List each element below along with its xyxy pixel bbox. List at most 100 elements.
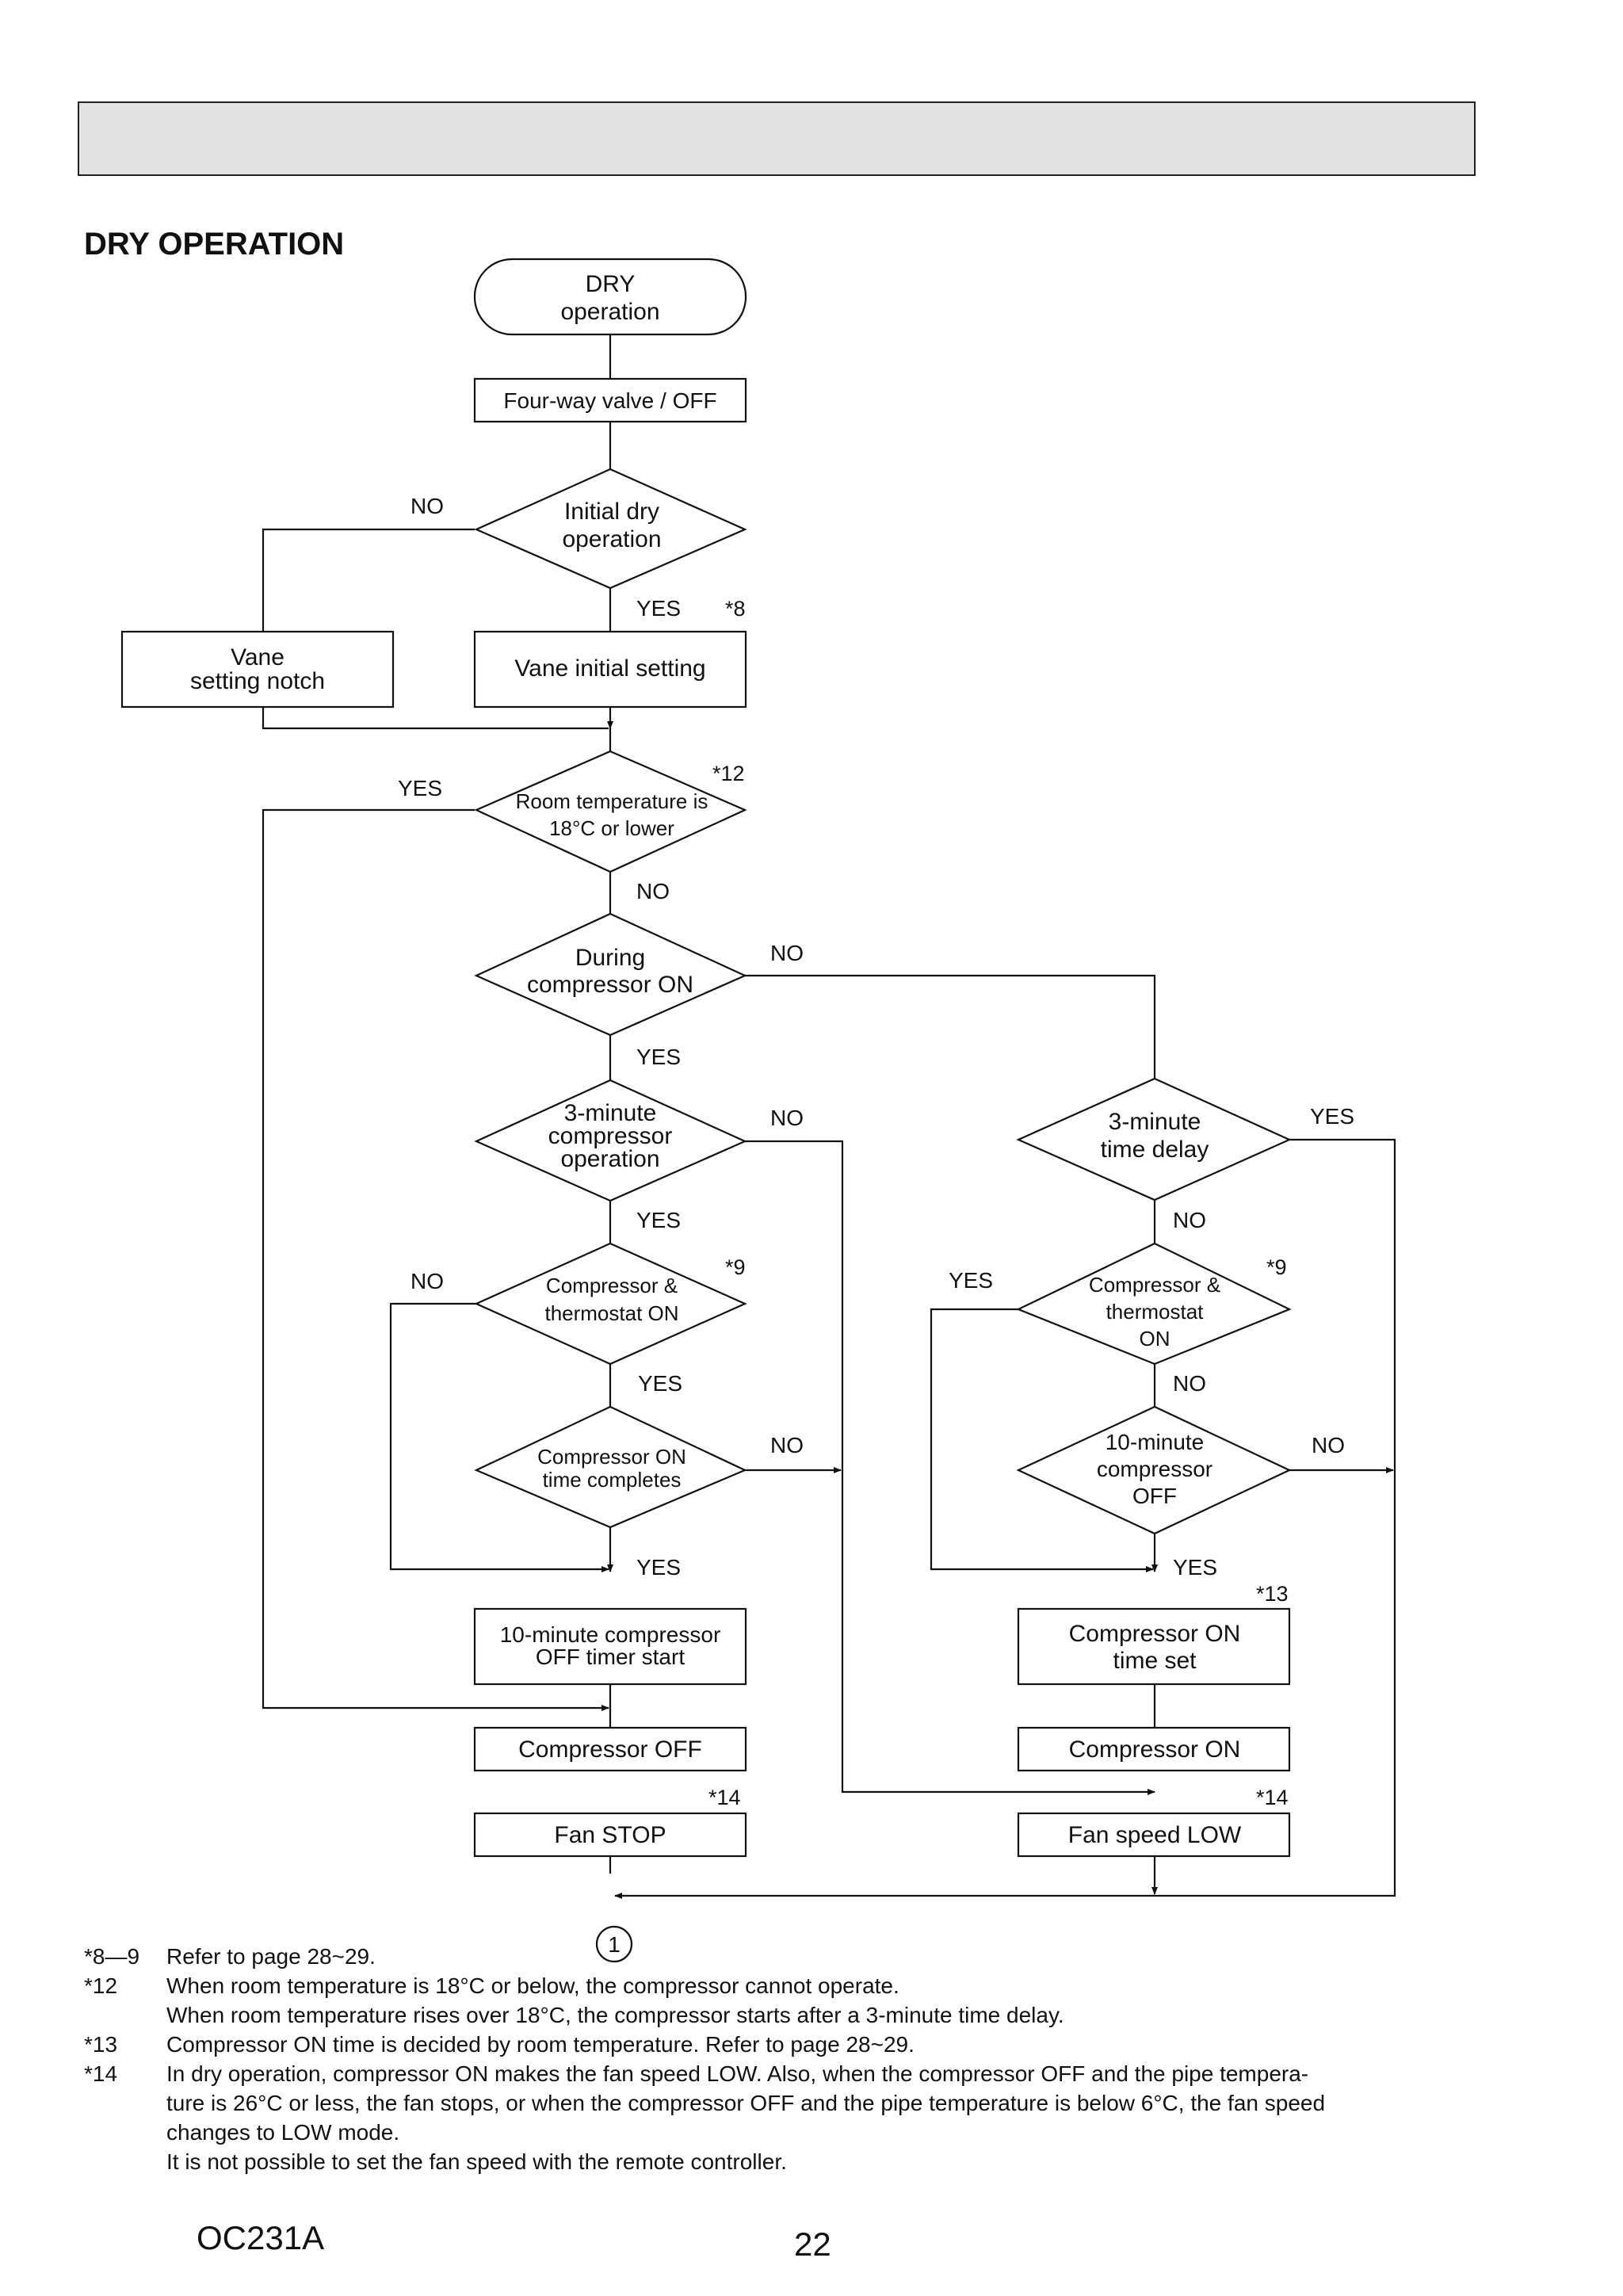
start-terminal — [473, 258, 747, 336]
note-ref: *12 — [712, 762, 745, 785]
footnote-line: Refer to page 28~29. — [166, 1944, 376, 1969]
ten-min-timer-label-1: 10-minute compressor — [500, 1622, 721, 1647]
footnote-mark: *13 — [84, 2032, 118, 2057]
note-ref: *8 — [725, 597, 746, 621]
document-code: OC231A — [197, 2219, 325, 2256]
note-ref: *9 — [1266, 1255, 1287, 1279]
four-way-label: Four-way valve / OFF — [503, 388, 716, 413]
four-way-valve-box — [473, 377, 747, 423]
edge-labels: NO YES YES NO NO YES NO YES NO YES NO YE… — [398, 494, 1354, 1580]
time-set-label-2: time set — [1113, 1648, 1197, 1674]
edge-label: NO — [1173, 1208, 1206, 1232]
edge-label: NO — [770, 941, 804, 965]
footnote-mark: *8—9 — [84, 1944, 140, 1969]
note-ref: *14 — [708, 1786, 741, 1809]
connector-label: 1 — [608, 1932, 621, 1957]
ten-min-off-decision — [1016, 1405, 1292, 1535]
fan-low-label: Fan speed LOW — [1068, 1822, 1242, 1848]
page-number: 22 — [794, 2225, 831, 2263]
three-min-op-label-3: operation — [560, 1146, 659, 1172]
edge-label: YES — [949, 1268, 993, 1293]
time-set-box — [1017, 1607, 1291, 1686]
fan-stop-box — [473, 1812, 747, 1858]
ten-min-off-label-2: compressor — [1097, 1457, 1212, 1481]
comp-on-time-label-1: Compressor ON — [537, 1445, 686, 1469]
fan-low-box — [1017, 1812, 1291, 1858]
time-set-label-1: Compressor ON — [1069, 1621, 1241, 1647]
thermo-left-decision — [474, 1242, 747, 1366]
vane-notch-box — [120, 630, 395, 709]
thermo-left-label-2: thermostat ON — [544, 1301, 678, 1325]
footnote-line: changes to LOW mode. — [166, 2120, 400, 2145]
edge-label: YES — [636, 1208, 681, 1232]
three-min-op-label-1: 3-minute — [564, 1100, 657, 1126]
comp-on-time-label-2: time completes — [543, 1468, 682, 1492]
comp-off-label: Compressor OFF — [518, 1736, 702, 1763]
comp-off-box — [473, 1726, 747, 1772]
note-refs: *8 *12 *9 *9 *13 *14 *14 — [708, 597, 1289, 1809]
footnote: *14 In dry operation, compressor ON make… — [84, 2059, 1510, 2176]
comp-on-box — [1017, 1726, 1291, 1772]
initial-dry-label-1: Initial dry — [564, 499, 659, 525]
edge-label: NO — [636, 879, 670, 904]
room-temp-decision — [474, 750, 747, 873]
thermo-right-decision — [1016, 1242, 1292, 1366]
during-compressor-decision — [474, 912, 747, 1037]
thermo-right-label-2: thermostat — [1106, 1300, 1205, 1324]
node-text: DRY operation Four-way valve / OFF Initi… — [190, 271, 1242, 1957]
three-min-op-decision — [474, 1079, 747, 1202]
room-temp-label-2: 18°C or lower — [549, 816, 674, 840]
ten-min-off-label-1: 10-minute — [1106, 1430, 1205, 1454]
vane-notch-label-1: Vane — [231, 644, 285, 670]
time-delay-label-2: time delay — [1101, 1137, 1209, 1163]
footnote-line: When room temperature is 18°C or below, … — [166, 1973, 899, 1998]
edge-label: YES — [398, 776, 442, 800]
note-ref: *9 — [725, 1255, 746, 1279]
footnote-mark: *12 — [84, 1973, 118, 1998]
edge-label: YES — [636, 1045, 681, 1069]
room-temp-label-1: Room temperature is — [516, 789, 708, 813]
edge-label: YES — [1310, 1104, 1354, 1129]
comp-on-time-decision — [474, 1405, 747, 1529]
vane-initial-box — [473, 630, 747, 709]
footnote: *12 When room temperature is 18°C or bel… — [84, 1971, 1510, 2030]
edge-label: YES — [638, 1371, 682, 1396]
footnote-line: When room temperature rises over 18°C, t… — [166, 2003, 1064, 2027]
footnote-line: It is not possible to set the fan speed … — [166, 2149, 787, 2174]
thermo-right-label-1: Compressor & — [1089, 1273, 1220, 1297]
thermo-right-label-3: ON — [1140, 1327, 1170, 1350]
start-label-2: operation — [560, 299, 659, 325]
edge-label: NO — [1312, 1433, 1345, 1457]
ten-min-timer-label-2: OFF timer start — [536, 1645, 685, 1669]
footnote-line: ture is 26°C or less, the fan stops, or … — [166, 2091, 1326, 2115]
edge-label: YES — [1173, 1555, 1217, 1580]
initial-dry-label-2: operation — [562, 526, 661, 552]
edge-label: YES — [636, 596, 681, 621]
edge-label: YES — [636, 1555, 681, 1580]
ten-min-timer-box — [473, 1607, 747, 1686]
vane-notch-label-2: setting notch — [190, 668, 325, 694]
time-delay-decision — [1016, 1077, 1292, 1201]
thermo-left-label-1: Compressor & — [546, 1274, 678, 1297]
note-ref: *14 — [1256, 1786, 1289, 1809]
footnote-line: In dry operation, compressor ON makes th… — [166, 2061, 1309, 2086]
header-bar — [78, 101, 1476, 176]
comp-on-label: Compressor ON — [1069, 1736, 1241, 1763]
edge-label: NO — [411, 494, 444, 518]
edge-label: NO — [411, 1269, 444, 1293]
vane-initial-label: Vane initial setting — [514, 655, 705, 682]
footnote-mark: *14 — [84, 2061, 118, 2086]
footnotes: *8—9 Refer to page 28~29. *12 When room … — [84, 1942, 1510, 2176]
ten-min-off-label-3: OFF — [1132, 1484, 1177, 1508]
footnote: *13 Compressor ON time is decided by roo… — [84, 2030, 1510, 2059]
section-title: DRY OPERATION — [84, 227, 345, 262]
edge-label: NO — [770, 1433, 804, 1457]
edge-label: NO — [1173, 1371, 1206, 1396]
connector-circle — [595, 1925, 633, 1963]
flow-connectors — [262, 334, 1396, 1899]
footnote: *8—9 Refer to page 28~29. — [84, 1942, 1510, 1971]
fan-stop-label: Fan STOP — [554, 1822, 666, 1848]
during-comp-label-1: During — [575, 945, 645, 971]
initial-dry-decision — [474, 468, 747, 590]
flow-shapes — [120, 258, 1292, 1963]
